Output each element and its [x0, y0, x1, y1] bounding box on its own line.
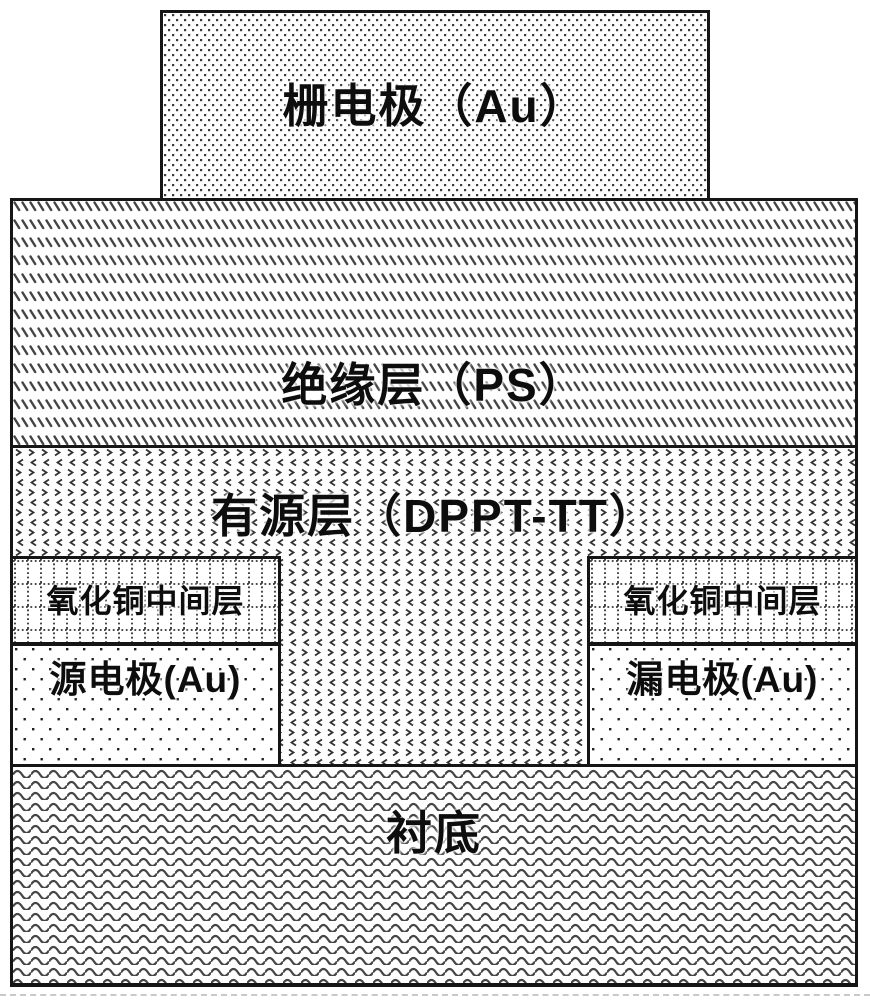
dotted-grid-hatch [13, 559, 278, 642]
gate-electrode-label: 栅电极（Au） [282, 79, 588, 132]
diagonal-dash-hatch [13, 201, 855, 445]
wave-hatch [13, 767, 855, 983]
copper-oxide-interlayer-right: 氧化铜中间层 [587, 556, 858, 646]
copper-oxide-interlayer-left: 氧化铜中间层 [10, 556, 281, 646]
substrate-layer: 衬底 [10, 764, 858, 987]
copper-oxide-interlayer-left-label: 氧化铜中间层 [46, 582, 245, 619]
dotted-grid-hatch [590, 559, 855, 642]
source-electrode-layer: 源电极(Au) [10, 643, 281, 767]
drain-electrode-layer: 漏电极(Au) [587, 643, 858, 767]
dense-dots-hatch [163, 13, 707, 198]
copper-oxide-interlayer-right-label: 氧化铜中间层 [623, 582, 822, 619]
substrate-label: 衬底 [386, 807, 482, 859]
source-electrode-label: 源电极(Au) [49, 659, 242, 700]
scan-artifact-line [0, 994, 870, 996]
insulating-layer-label: 绝缘层（PS） [281, 359, 587, 411]
sparse-dots-hatch [590, 646, 855, 764]
sparse-dots-hatch [13, 646, 278, 764]
insulating-layer: 绝缘层（PS） [10, 198, 858, 448]
active-layer-label: 有源层（DPPT-TT） [211, 490, 657, 542]
drain-electrode-label: 漏电极(Au) [626, 659, 819, 700]
gate-electrode-layer: 栅电极（Au） [160, 10, 710, 201]
